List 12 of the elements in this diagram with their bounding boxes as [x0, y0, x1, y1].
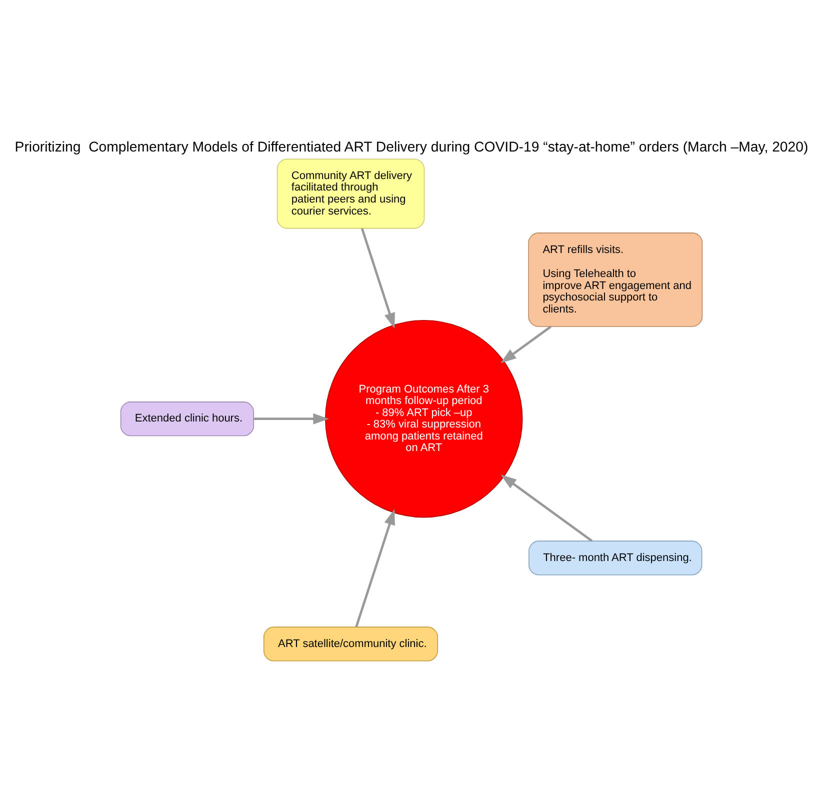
node-box: ART refills visits. Using Telehealth to improve ART engagement and psychosocial support to clients.	[528, 232, 703, 326]
node-box: Extended clinic hours.	[120, 401, 254, 436]
node-circle: Program Outcomes After 3 months follow-up period - 89% ART pick –up - 83% viral suppression among patients retained on ART	[325, 319, 523, 518]
arrow	[500, 325, 552, 363]
diagram-title: Prioritizing Complementary Models of Differentiated ART Delivery during COVID-19 “stay-at-home” orders (March –May, 2020)	[14, 138, 808, 154]
node-box: Three- month ART dispensing.	[528, 540, 702, 575]
node-box: ART satellite/community clinic.	[264, 626, 438, 661]
arrow	[360, 228, 395, 328]
node-box: Community ART delivery facilitated through patient peers and using courier services.	[276, 158, 425, 228]
arrow	[355, 508, 395, 627]
arrow	[500, 474, 593, 542]
arrow	[254, 412, 329, 424]
